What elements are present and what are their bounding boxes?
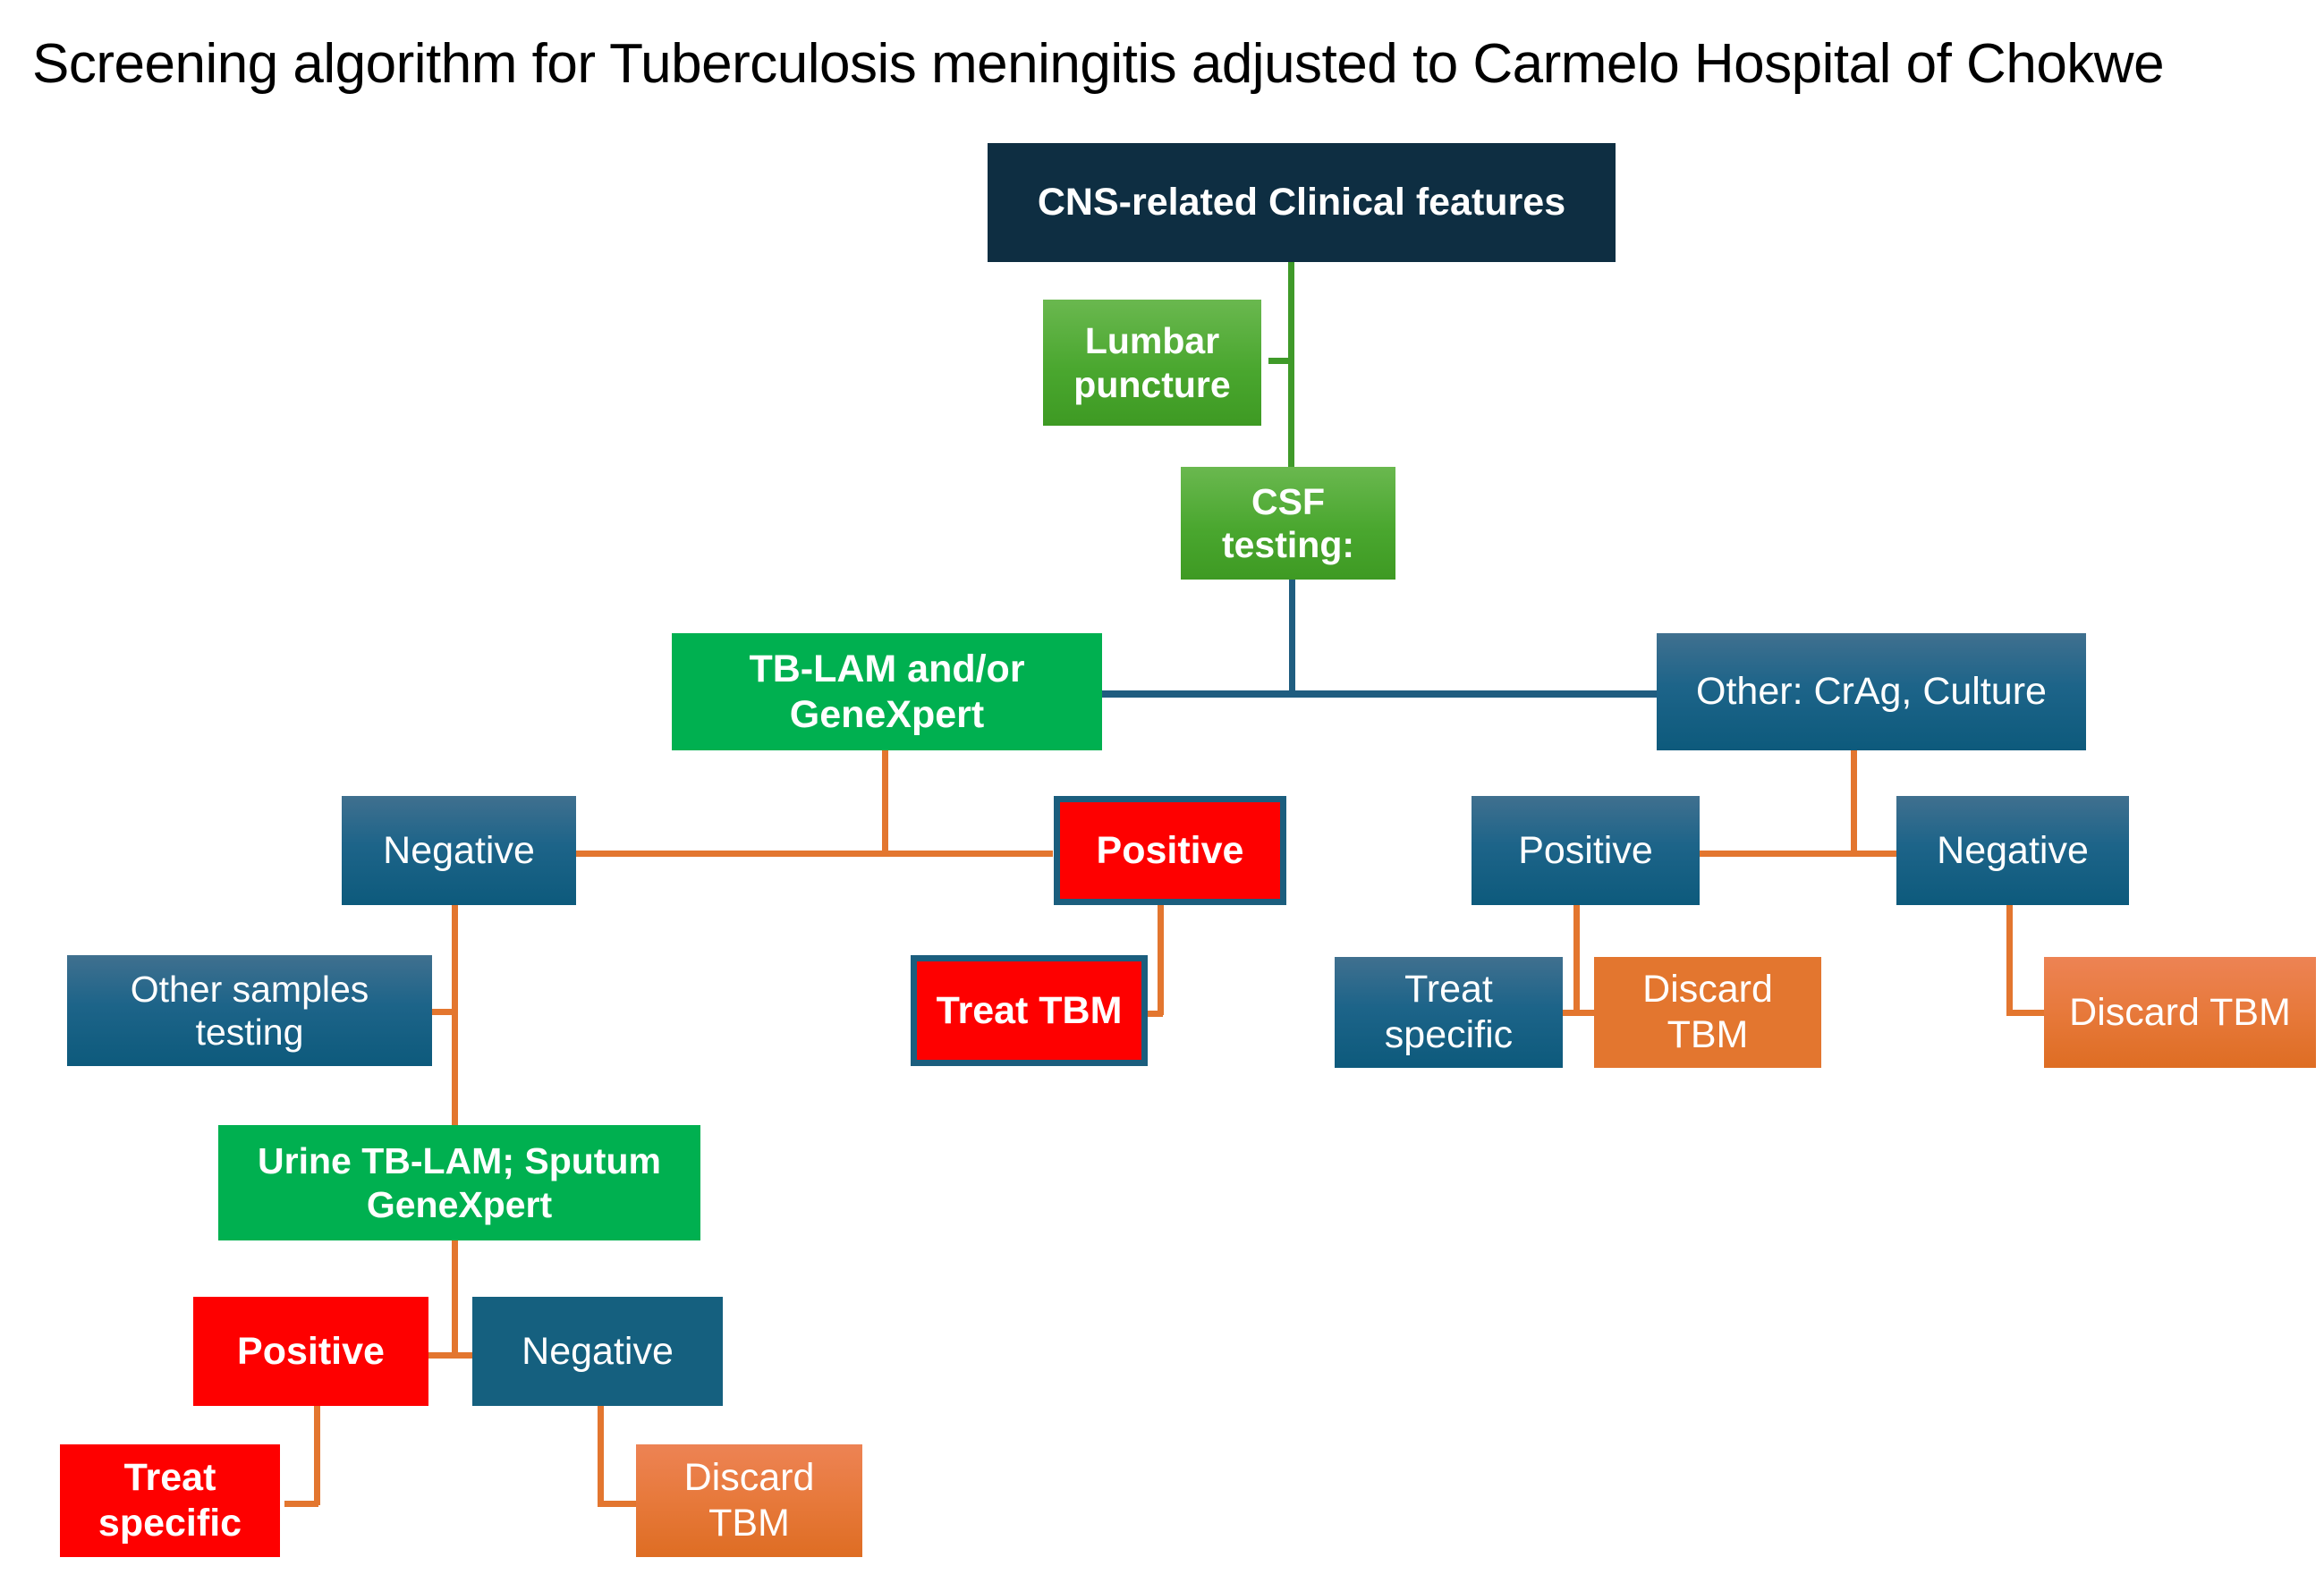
connector-discard-tbm-left-stub (598, 1501, 640, 1507)
node-urine-negative[interactable]: Negative (472, 1297, 723, 1406)
connector-tblam-down (882, 749, 888, 854)
connector-other-pos-down (1573, 905, 1580, 1015)
node-csf-testing[interactable]: CSF testing: (1181, 467, 1395, 580)
node-other-crag-culture[interactable]: Other: CrAg, Culture (1657, 633, 2086, 750)
connector-lumbar-stub (1268, 358, 1293, 364)
node-csf-positive[interactable]: Positive (1054, 796, 1286, 905)
connector-csf-down (1289, 580, 1295, 694)
connector-other-neg-down (2006, 905, 2013, 1015)
page-title: Screening algorithm for Tuberculosis men… (32, 33, 2165, 95)
connector-other-samples-stub (429, 1009, 456, 1015)
connector-urine-results (419, 1352, 519, 1359)
node-other-negative[interactable]: Negative (1896, 796, 2129, 905)
connector-csf-split (1098, 690, 1661, 698)
connector-negative-down (452, 905, 458, 1182)
connector-other-down (1851, 749, 1857, 854)
node-other-positive[interactable]: Positive (1472, 796, 1700, 905)
connector-treat-specific-left-stub (284, 1501, 318, 1507)
node-lumbar-puncture[interactable]: Lumbar puncture (1043, 300, 1261, 426)
node-urine-positive[interactable]: Positive (193, 1297, 428, 1406)
node-tb-lam-genexpert[interactable]: TB-LAM and/or GeneXpert (672, 633, 1102, 750)
connector-other-pos-stub (1549, 1010, 1594, 1016)
node-discard-tbm-mid[interactable]: Discard TBM (1594, 957, 1821, 1068)
connector-urine-down (452, 1240, 458, 1357)
node-other-samples-testing[interactable]: Other samples testing (67, 955, 432, 1066)
node-csf-negative[interactable]: Negative (342, 796, 576, 905)
node-urine-tblam-sputum[interactable]: Urine TB-LAM; Sputum GeneXpert (218, 1125, 700, 1240)
connector-csf-results (343, 851, 1053, 857)
connector-positive-to-treat-tbm (1158, 905, 1164, 1015)
connector-root-to-csf (1288, 261, 1294, 472)
node-treat-tbm[interactable]: Treat TBM (911, 955, 1148, 1066)
node-treat-specific-right[interactable]: Treat specific (1335, 957, 1563, 1068)
node-discard-tbm-left[interactable]: Discard TBM (636, 1444, 862, 1557)
node-discard-tbm-right[interactable]: Discard TBM (2044, 957, 2316, 1068)
connector-urine-pos-down (314, 1404, 320, 1505)
connector-urine-neg-down (598, 1404, 604, 1505)
connector-other-results (1514, 851, 1931, 857)
node-cns-clinical-features[interactable]: CNS-related Clinical features (988, 143, 1616, 262)
connector-other-neg-stub (2006, 1010, 2048, 1016)
node-treat-specific-left[interactable]: Treat specific (60, 1444, 280, 1557)
